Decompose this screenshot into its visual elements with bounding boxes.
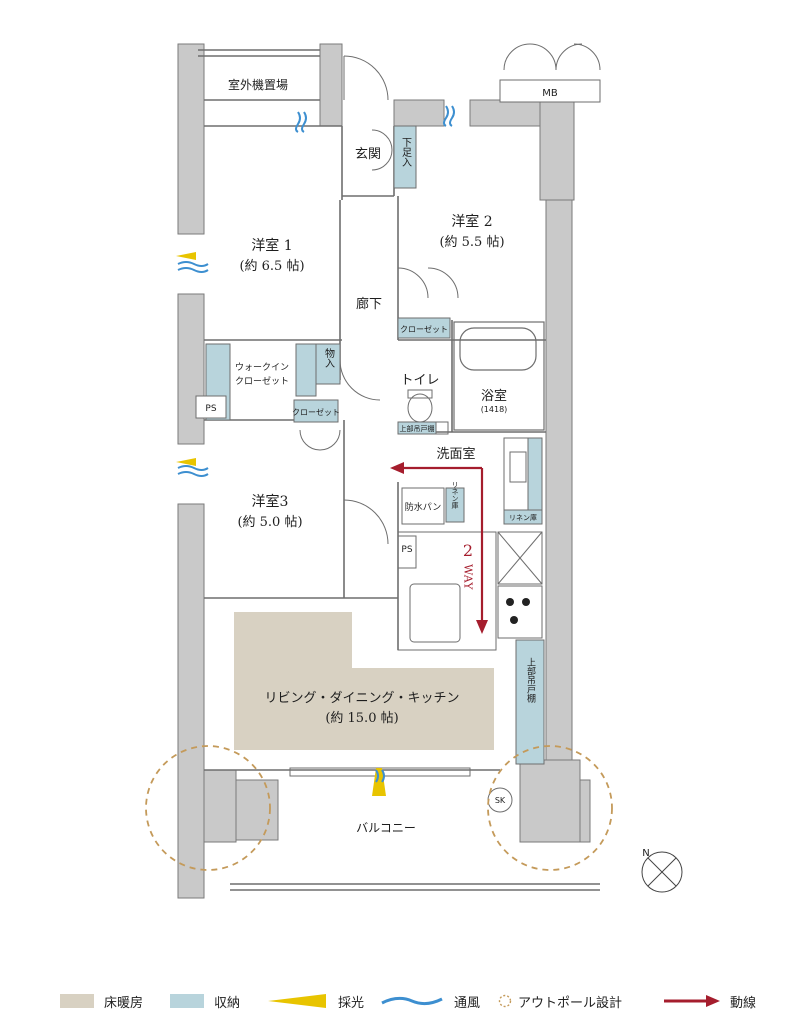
daylight-icon <box>268 994 326 1008</box>
walls <box>177 43 591 899</box>
toilet-label: トイレ <box>400 373 439 388</box>
legend-flow-label: 動線 <box>730 995 757 1011</box>
ps1-label: PS <box>205 404 216 414</box>
entrance-label: 玄関 <box>355 147 381 162</box>
mb-label: MB <box>542 88 558 99</box>
balcony-label: バルコニー <box>356 821 416 835</box>
kitchen-cabinet-label: 上部吊戸棚 <box>525 657 536 703</box>
legend-floor-heating-label: 床暖房 <box>104 995 144 1011</box>
closet-b2-label: クローゼット <box>400 324 448 334</box>
legend: 床暖房 収納 採光 通風 アウトポール設計 動線 <box>40 988 780 1016</box>
bathtub <box>453 321 545 431</box>
bedroom3-size: (約 5.0 帖) <box>237 515 302 530</box>
bathroom-label: 浴室 <box>481 388 507 404</box>
legend-daylight-label: 採光 <box>338 995 365 1011</box>
ps2-label: PS <box>401 545 412 555</box>
bedroom1-size: (約 6.5 帖) <box>239 259 304 274</box>
wic-label-1: ウォークイン <box>235 362 289 373</box>
flow-arrow-icon <box>664 995 720 1007</box>
compass-north-label: N <box>642 848 649 859</box>
legend-storage: 収納 <box>170 990 240 1012</box>
door-swings <box>299 43 601 545</box>
floor-heating-area <box>234 612 494 750</box>
bedroom2-name: 洋室 2 <box>451 213 492 230</box>
two-way-text: WAY <box>462 564 475 590</box>
legend-storage-label: 収納 <box>214 995 241 1011</box>
legend-outpole-label: アウトポール設計 <box>518 995 623 1011</box>
storage-label: 物入 <box>323 347 335 368</box>
outdoor-unit-label: 室外機置場 <box>228 77 288 92</box>
two-way-number: 2 <box>463 541 473 560</box>
ldk-name: リビング・ダイニング・キッチン <box>264 691 459 706</box>
legend-daylight: 採光 <box>268 990 364 1012</box>
ventilation-marks <box>177 105 455 783</box>
bath-size-label: (1418) <box>481 405 508 414</box>
shoe-box-label: 下足入 <box>400 137 412 167</box>
outpole-circles <box>145 745 613 871</box>
stove-burners <box>506 598 530 624</box>
outpole-icon <box>498 994 512 1008</box>
kitchen-fixtures <box>397 531 543 651</box>
storage-swatch <box>170 994 204 1008</box>
linen1-label: リネン庫 <box>451 481 459 510</box>
linen2-label: リネン庫 <box>509 513 537 522</box>
sk-label: SK <box>495 796 506 805</box>
legend-outpole: アウトポール設計 <box>498 990 622 1012</box>
wic-label-2: クローゼット <box>235 375 289 387</box>
toilet-fixture <box>407 389 449 435</box>
floor-heating-swatch <box>60 994 94 1008</box>
legend-flow: 動線 <box>664 990 756 1012</box>
ventilation-icon <box>381 996 443 1006</box>
ldk-size: (約 15.0 帖) <box>325 711 398 726</box>
daylight-marks <box>176 252 386 796</box>
bedroom2-size: (約 5.5 帖) <box>439 235 504 250</box>
mb-box <box>499 79 601 103</box>
legend-ventilation-label: 通風 <box>454 995 481 1011</box>
compass-icon <box>641 851 683 893</box>
legend-ventilation: 通風 <box>380 990 480 1012</box>
toilet-cabinet-label: 上部吊戸棚 <box>400 424 435 433</box>
two-way-flow-arrows <box>390 462 488 634</box>
floor-plan: 室外機置場 MB 玄関 下足入 洋室 1 (約 6.5 帖) 洋室 2 (約 5… <box>145 43 683 899</box>
legend-floor-heating: 床暖房 <box>60 990 143 1012</box>
bedroom3-name: 洋室3 <box>252 493 289 510</box>
ps1-box <box>195 395 227 419</box>
washroom-label: 洗面室 <box>436 446 475 462</box>
interior-lines <box>198 49 600 891</box>
hallway-label: 廊下 <box>356 296 382 312</box>
washer-pan-label: 防水パン <box>405 501 441 513</box>
bedroom1-name: 洋室 1 <box>251 237 292 254</box>
closet-b3-label: クローゼット <box>292 407 340 417</box>
